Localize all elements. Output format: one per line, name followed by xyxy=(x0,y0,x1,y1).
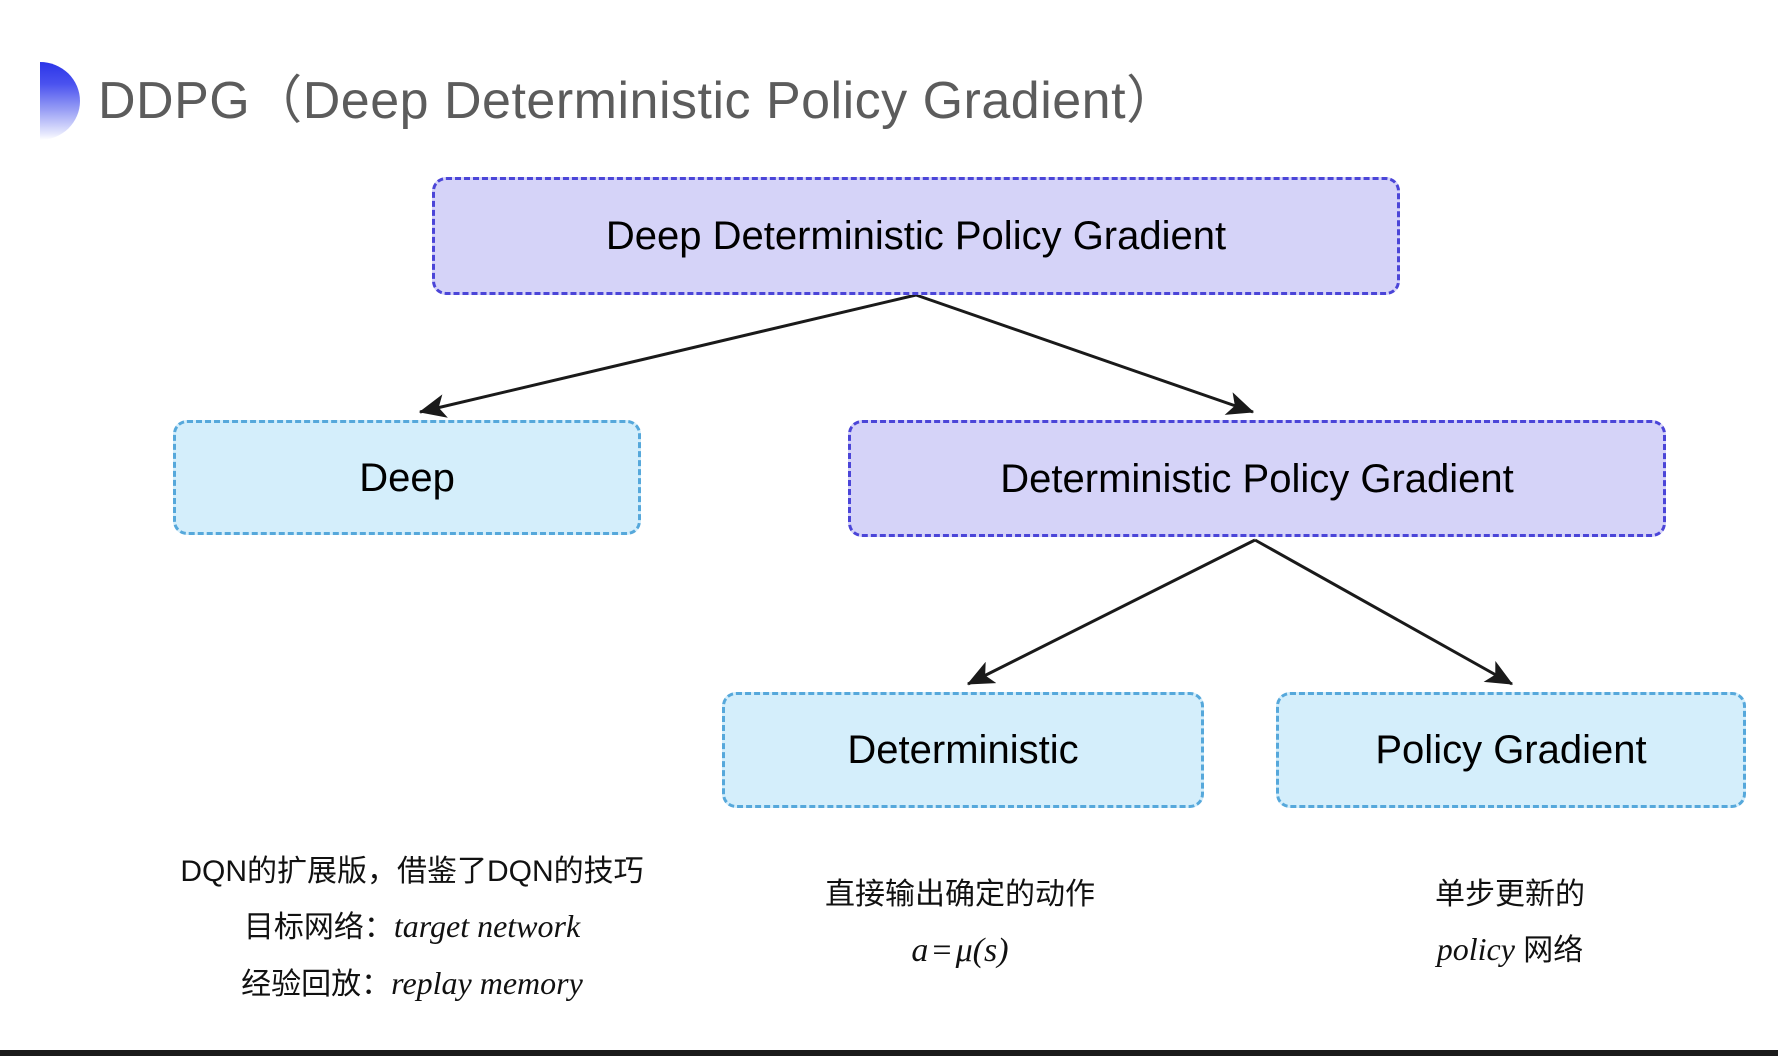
title-text: DDPG（Deep Deterministic Policy Gradient） xyxy=(98,72,1179,130)
formula-lhs: a xyxy=(911,932,929,970)
node-deep-deterministic-policy-gradient[interactable]: Deep Deterministic Policy Gradient xyxy=(432,177,1400,295)
edge-dpg-to-policy-gradient xyxy=(1254,538,1514,686)
caption-deep-line3-label: 经验回放： xyxy=(241,968,392,1002)
node-policy-gradient[interactable]: Policy Gradient xyxy=(1276,692,1746,808)
caption-deep-line3: 经验回放：replay memory xyxy=(152,955,672,1012)
node-label: Deterministic Policy Gradient xyxy=(1000,456,1514,501)
caption-policy-gradient-line2: policy 网络 xyxy=(1340,921,1680,978)
node-label: Deep xyxy=(359,455,455,500)
node-label: Policy Gradient xyxy=(1375,728,1647,772)
caption-deep-line2-label: 目标网络： xyxy=(243,911,394,945)
caption-deep-line3-term: replay memory xyxy=(391,965,583,1002)
caption-deep-line2-term: target network xyxy=(393,908,581,945)
caption-policy-gradient-term: policy xyxy=(1436,931,1515,968)
node-label: Deterministic xyxy=(847,728,1079,772)
caption-deterministic-line1: 直接输出确定的动作 xyxy=(825,878,1095,911)
edge-root-to-deep xyxy=(418,293,917,418)
formula-rhs: μ(s) xyxy=(955,932,1009,970)
caption-policy-gradient-suffix: 网络 xyxy=(1514,934,1584,968)
page-title: DDPG（Deep Deterministic Policy Gradient） xyxy=(40,62,1179,140)
node-deterministic-policy-gradient[interactable]: Deterministic Policy Gradient xyxy=(848,420,1666,537)
caption-deep: DQN的扩展版，借鉴了DQN的技巧 目标网络：target network 经验… xyxy=(152,845,672,1012)
caption-deterministic: 直接输出确定的动作 a=μ(s) xyxy=(760,868,1160,982)
edge-dpg-to-deterministic xyxy=(966,538,1256,686)
node-deep[interactable]: Deep xyxy=(173,420,641,535)
node-deterministic[interactable]: Deterministic xyxy=(722,692,1204,808)
title-bullet-icon xyxy=(40,62,80,140)
edge-root-to-dpg xyxy=(915,293,1255,415)
formula-operator: = xyxy=(932,932,952,970)
caption-deep-line1: DQN的扩展版，借鉴了DQN的技巧 xyxy=(180,855,644,888)
caption-policy-gradient: 单步更新的 policy 网络 xyxy=(1340,868,1680,978)
caption-deterministic-formula: a=μ(s) xyxy=(760,921,1160,982)
caption-deep-line2: 目标网络：target network xyxy=(152,898,672,955)
caption-policy-gradient-line1: 单步更新的 xyxy=(1435,878,1585,911)
bottom-edge-strip xyxy=(0,1050,1778,1056)
node-label: Deep Deterministic Policy Gradient xyxy=(605,214,1227,258)
